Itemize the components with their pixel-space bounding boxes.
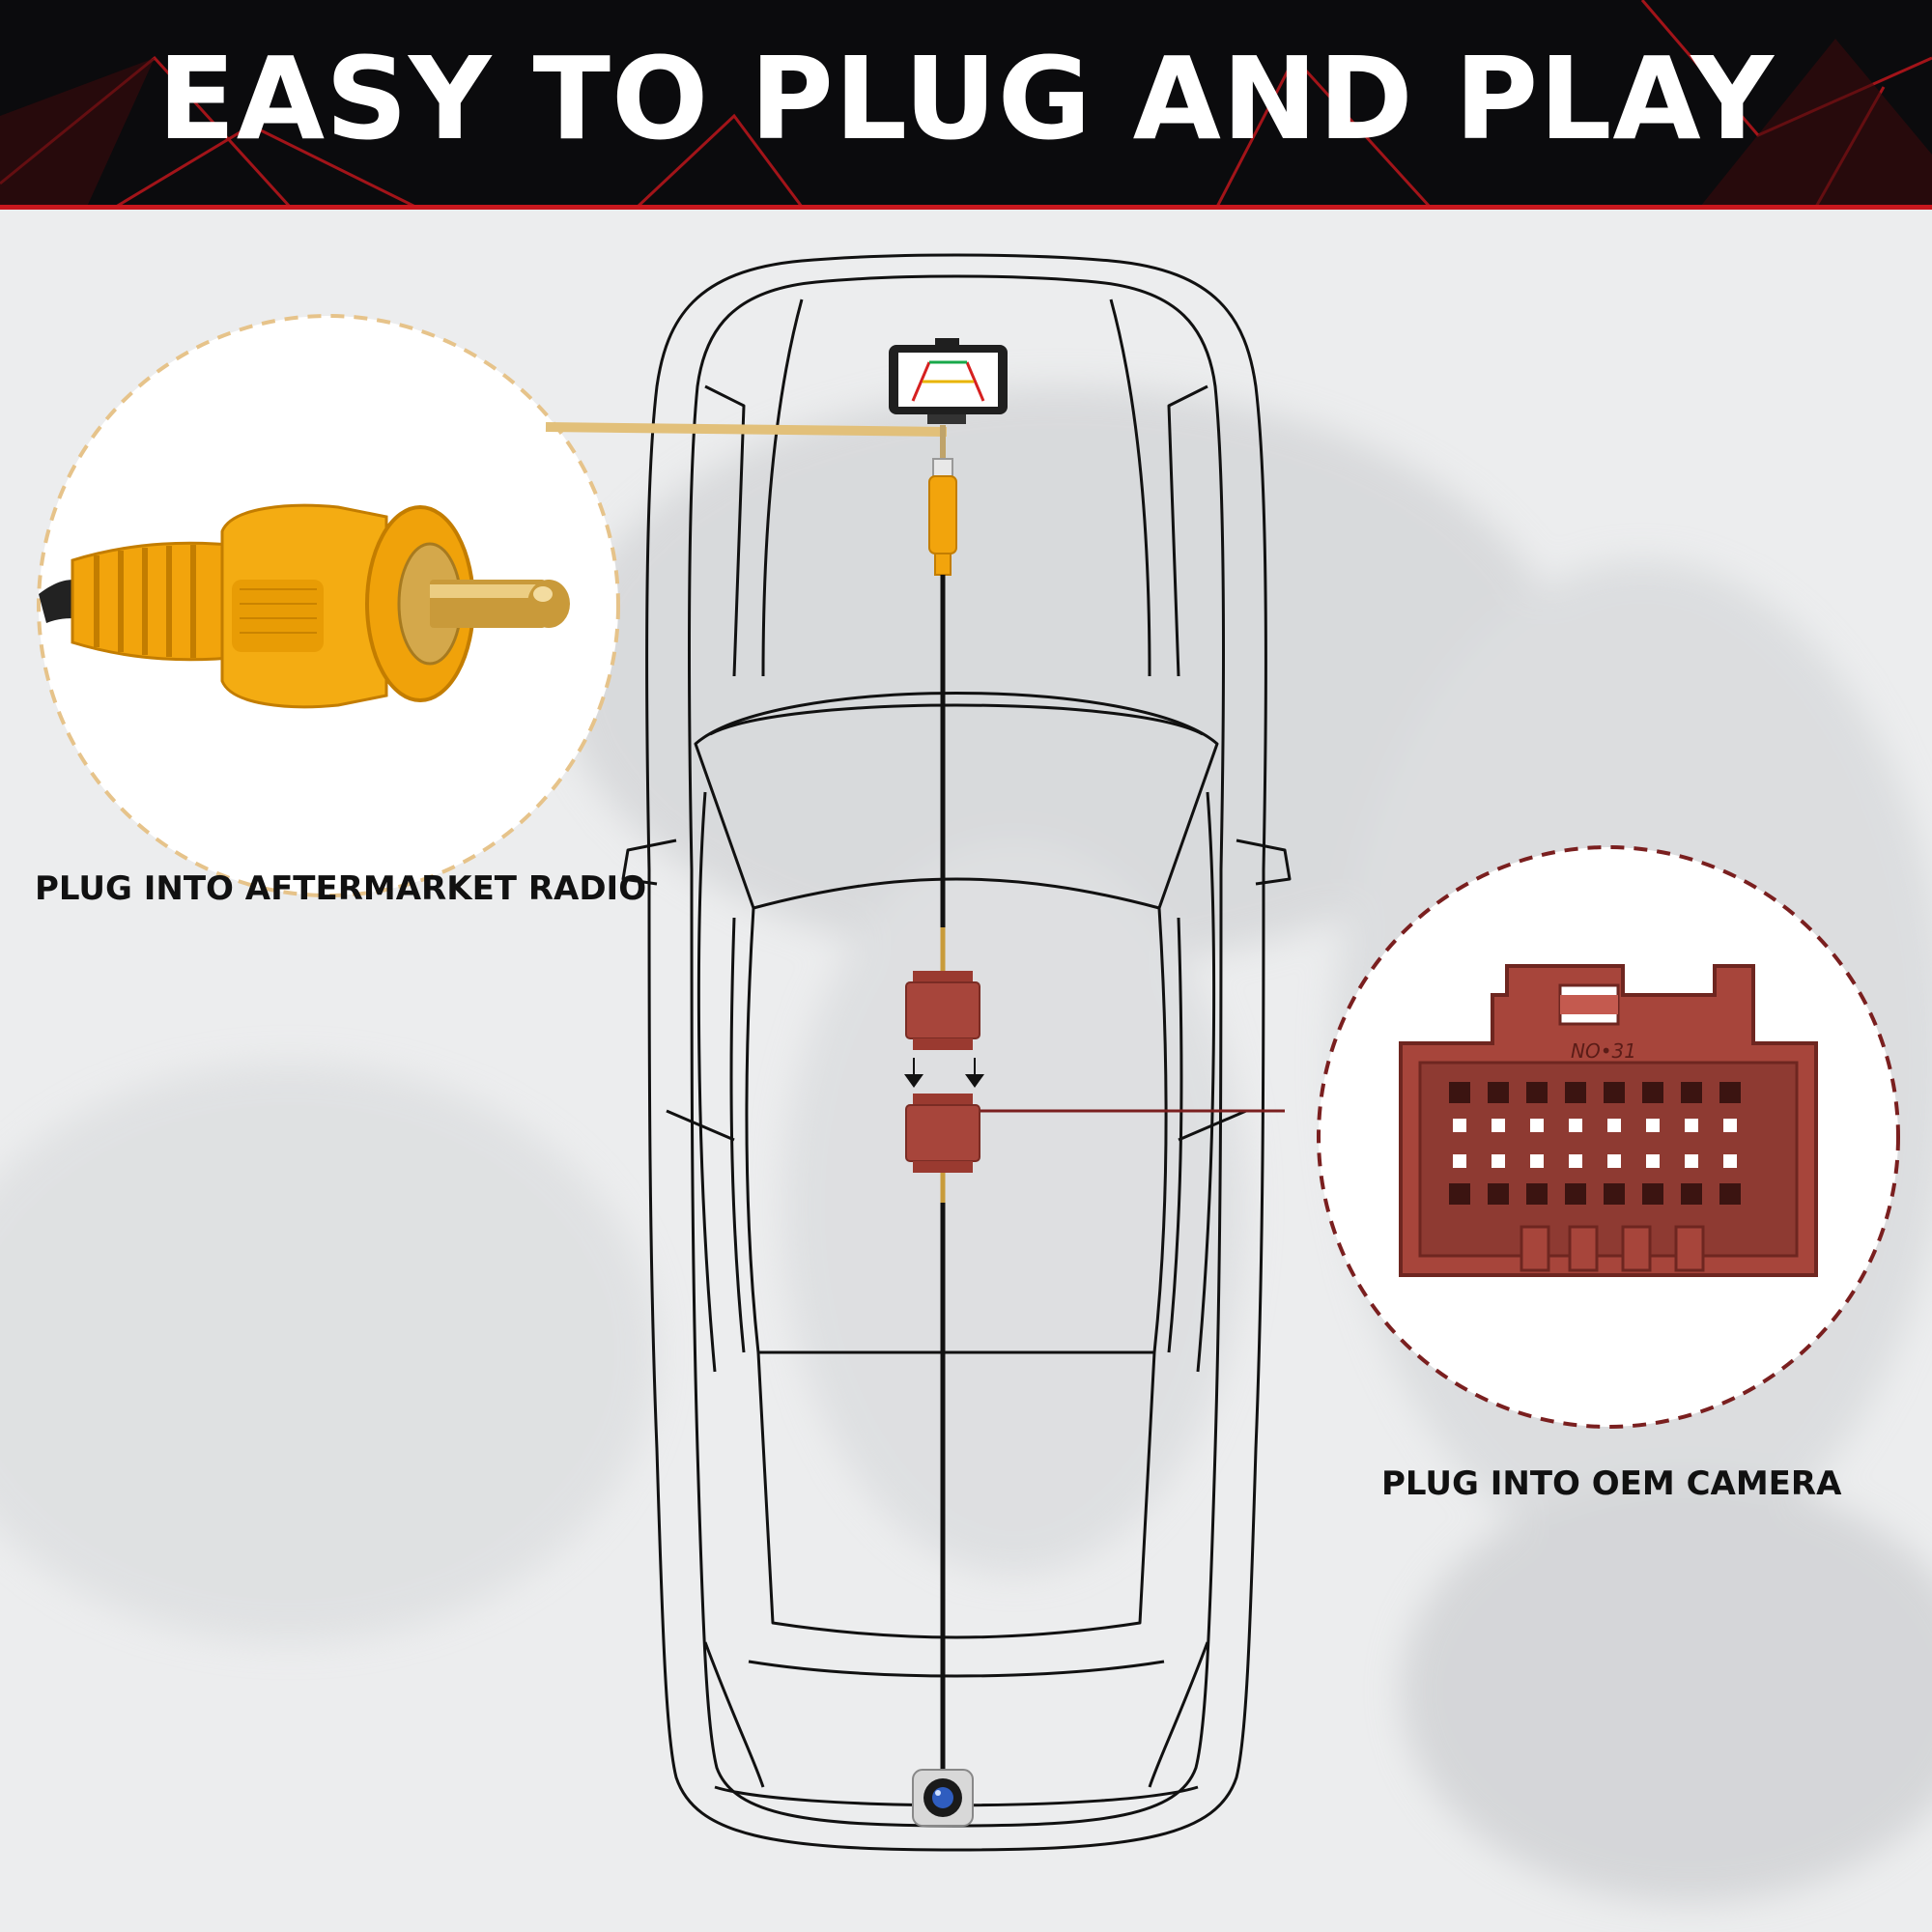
cable-connector-bottom — [905, 1094, 980, 1173]
cable-connector-top — [905, 971, 980, 1050]
arrow-down-icon — [904, 1058, 984, 1088]
header-banner: EASY TO PLUG AND PLAY — [0, 0, 1932, 207]
backup-camera-icon — [912, 1769, 974, 1827]
header-decoration — [0, 0, 1932, 207]
harness-connector-icon: NO•31 — [1399, 964, 1818, 1277]
rca-plug-icon — [39, 503, 570, 709]
radio-leader-line — [545, 422, 948, 437]
page-title: EASY TO PLUG AND PLAY — [157, 32, 1775, 165]
header-accent-line — [0, 205, 1932, 210]
car-outline — [621, 253, 1292, 1852]
svg-text:NO•31: NO•31 — [1571, 1039, 1636, 1063]
radio-callout-label: PLUG INTO AFTERMARKET RADIO — [35, 869, 647, 908]
cable-assembly — [928, 425, 957, 1777]
camera-callout-label: PLUG INTO OEM CAMERA — [1381, 1464, 1842, 1503]
display-monitor-icon — [889, 338, 1008, 424]
